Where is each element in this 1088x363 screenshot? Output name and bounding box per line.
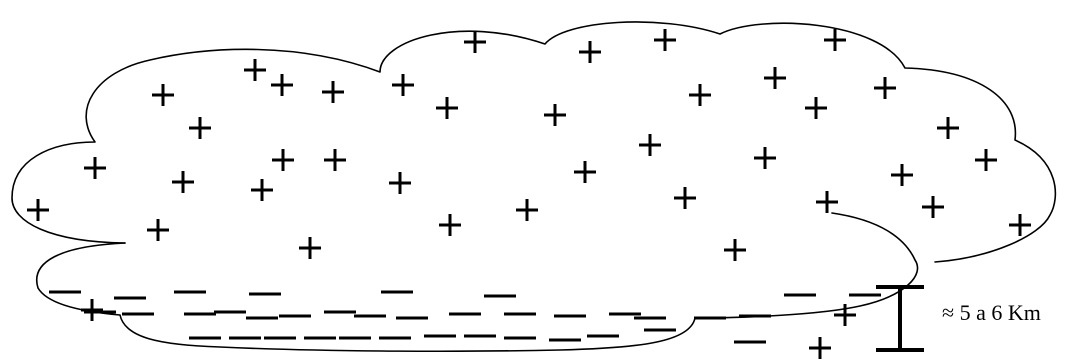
positive-charge-sign — [516, 199, 538, 221]
positive-charge-sign — [322, 81, 344, 103]
positive-charge-sign — [189, 117, 211, 139]
positive-charge-sign — [816, 191, 838, 213]
positive-charge-sign — [324, 149, 346, 171]
cloud-lower-outline — [37, 213, 918, 351]
positive-charge-sign — [805, 97, 827, 119]
height-scale-bar — [876, 287, 924, 350]
positive-charge-sign — [922, 196, 944, 218]
negative-charges — [49, 292, 881, 342]
positive-charge-sign — [84, 157, 106, 179]
positive-charge-sign — [579, 41, 601, 63]
cloud-upper-outline — [12, 22, 1055, 262]
positive-charge-sign — [152, 84, 174, 106]
positive-charge-sign — [824, 29, 846, 51]
positive-charge-sign — [937, 117, 959, 139]
positive-charge-sign — [436, 97, 458, 119]
positive-charge-sign — [389, 172, 411, 194]
positive-charge-sign — [464, 31, 486, 53]
positive-charge-sign — [724, 239, 746, 261]
positive-charge-sign — [639, 134, 661, 156]
positive-charge-sign — [251, 179, 273, 201]
positive-charge-sign — [674, 187, 696, 209]
height-label: ≈ 5 a 6 Km — [942, 300, 1041, 325]
positive-charge-sign — [654, 29, 676, 51]
positive-charge-sign — [439, 214, 461, 236]
positive-charge-sign — [809, 337, 831, 359]
positive-charge-sign — [874, 77, 896, 99]
positive-charge-sign — [975, 149, 997, 171]
positive-charge-sign — [1009, 214, 1031, 236]
positive-charge-sign — [81, 299, 103, 321]
positive-charge-sign — [244, 59, 266, 81]
positive-charge-sign — [147, 219, 169, 241]
positive-charge-sign — [891, 164, 913, 186]
positive-charge-sign — [172, 171, 194, 193]
positive-charges — [27, 29, 1031, 359]
positive-charge-sign — [271, 74, 293, 96]
positive-charge-sign — [299, 237, 321, 259]
positive-charge-sign — [754, 147, 776, 169]
positive-charge-sign — [764, 67, 786, 89]
positive-charge-sign — [544, 104, 566, 126]
positive-charge-sign — [574, 161, 596, 183]
positive-charge-sign — [392, 74, 414, 96]
positive-charge-sign — [272, 149, 294, 171]
positive-charge-sign — [689, 84, 711, 106]
positive-charge-sign — [27, 199, 49, 221]
